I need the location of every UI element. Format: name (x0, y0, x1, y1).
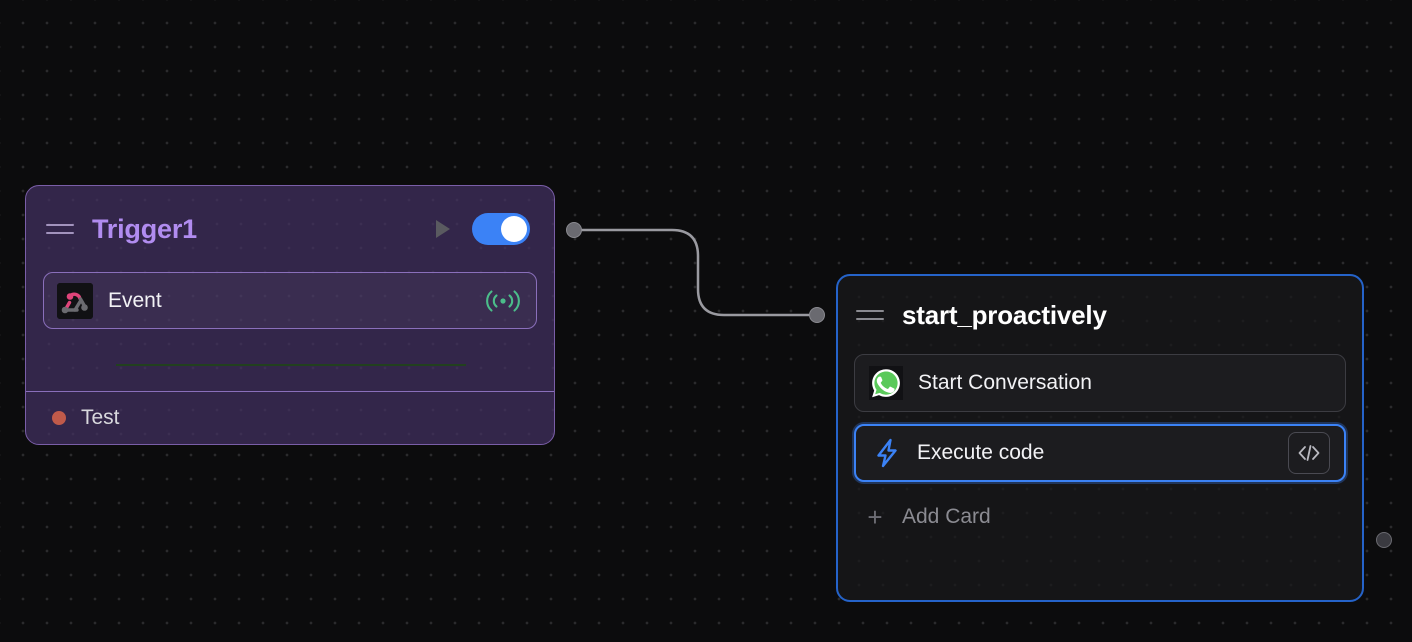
action-output-port[interactable] (1376, 532, 1392, 548)
progress-line (116, 364, 466, 366)
card-event[interactable]: Event (43, 272, 537, 329)
drag-handle-icon[interactable] (856, 304, 884, 326)
trigger-node-title: Trigger1 (92, 213, 197, 244)
action-node-header[interactable]: start_proactively (838, 276, 1362, 354)
card-event-label: Event (108, 288, 162, 312)
code-glyph (1298, 445, 1320, 461)
plus-icon: + (867, 502, 883, 532)
card-execute-code[interactable]: Execute code (854, 424, 1346, 482)
trigger-enable-toggle[interactable] (472, 213, 530, 245)
card-start-conversation[interactable]: Start Conversation (854, 354, 1346, 412)
node-trigger1[interactable]: Trigger1 (25, 185, 555, 445)
action-input-port[interactable] (809, 307, 825, 323)
trigger-divider (26, 391, 554, 392)
trigger-node-header[interactable]: Trigger1 (26, 186, 554, 272)
webhook-icon (57, 282, 93, 319)
lightning-bolt-icon (877, 438, 897, 468)
trigger-node-body: Trigger1 (26, 186, 554, 392)
broadcast-icon (486, 289, 520, 312)
edge-trigger-to-action (580, 228, 811, 317)
drag-handle-icon[interactable] (46, 218, 74, 240)
action-node-title: start_proactively (902, 299, 1107, 330)
code-brackets-icon[interactable] (1288, 432, 1330, 474)
status-badge-dot (52, 411, 66, 425)
add-card-button[interactable]: + Add Card (854, 494, 1346, 540)
card-start-conversation-label: Start Conversation (918, 371, 1092, 394)
add-card-label: Add Card (902, 505, 991, 528)
trigger-node-footer[interactable]: Test (26, 391, 554, 444)
node-start-proactively[interactable]: start_proactively Start Conversation Exe… (836, 274, 1364, 602)
card-execute-code-label: Execute code (917, 441, 1045, 464)
status-badge-label: Test (81, 406, 120, 429)
trigger-output-port[interactable] (566, 222, 582, 238)
whatsapp-icon (869, 366, 903, 400)
play-icon[interactable] (430, 216, 456, 242)
